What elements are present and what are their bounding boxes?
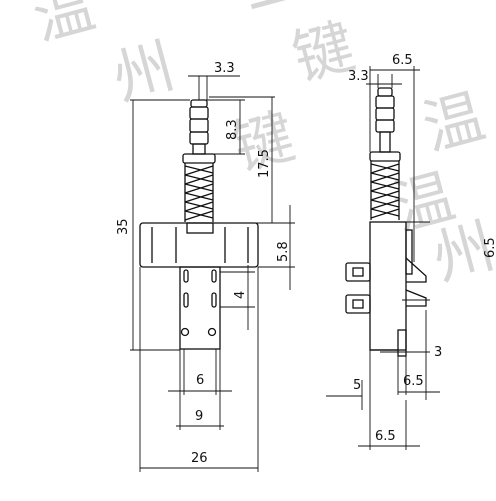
front-dimensions	[130, 75, 295, 472]
watermark-char: 温	[416, 81, 492, 164]
switch-body	[139, 222, 259, 268]
dim-side-overall-depth: 6.5	[392, 53, 413, 68]
terminal-slot	[211, 269, 217, 283]
dim-front-pin-gap-inner: 6	[196, 373, 204, 388]
side-plunger-tip	[377, 87, 393, 97]
dim-front-body-width: 26	[191, 451, 208, 466]
watermark-char: 温	[26, 0, 102, 54]
mount-hole	[207, 327, 217, 337]
side-terminal	[345, 294, 371, 314]
lower-housing	[179, 266, 221, 350]
side-body	[369, 221, 407, 351]
mount-hole	[180, 327, 190, 337]
side-bottom-pin	[397, 329, 407, 357]
plunger-tip-segment	[189, 131, 209, 145]
dim-front-overall-height: 35	[116, 218, 131, 235]
dim-side-base-offset: 3	[434, 345, 442, 360]
dim-front-pin-length: 4	[233, 291, 248, 299]
terminal-slot	[211, 292, 217, 308]
terminal-slot	[183, 292, 189, 308]
side-view	[345, 87, 427, 357]
side-collar	[369, 151, 401, 162]
watermark-char: 州	[106, 31, 182, 114]
plunger-collar	[182, 153, 216, 164]
plunger-tip-segment	[189, 106, 209, 120]
front-view	[139, 99, 259, 350]
spring	[184, 163, 214, 222]
plunger-neck	[192, 143, 206, 155]
dim-front-pin-gap-outer: 9	[195, 409, 203, 424]
side-pin	[405, 257, 427, 283]
dim-front-plunger-height: 17.5	[257, 149, 272, 178]
terminal-slot	[183, 269, 189, 283]
plunger-tip	[190, 99, 208, 108]
dim-front-tip-height: 8.3	[225, 119, 240, 140]
dim-side-height-right: 6.5	[483, 237, 496, 258]
dim-side-pin-offset-right: 6.5	[403, 374, 424, 389]
dim-side-bottom-width: 6.5	[375, 429, 396, 444]
side-pin	[405, 289, 427, 307]
dim-side-tip-width: 3.3	[348, 69, 369, 84]
side-spring	[370, 161, 400, 220]
side-dimensions	[326, 66, 440, 450]
plunger-tip-segment	[189, 118, 209, 133]
dim-front-body-height: 5.8	[276, 241, 291, 262]
watermark: 温 州 一 键 键 温 温 州	[26, 0, 496, 294]
dim-side-pin-offset-left: 5	[353, 378, 361, 393]
dim-front-tip-width: 3.3	[214, 61, 235, 76]
front-dimension-labels: 3.3 8.3 17.5 35 5.8 4 6 9 26	[116, 61, 291, 466]
side-terminal	[345, 262, 371, 282]
side-dimension-labels: 3.3 6.5 6.5 3 5 6.5 6.5	[348, 53, 496, 444]
